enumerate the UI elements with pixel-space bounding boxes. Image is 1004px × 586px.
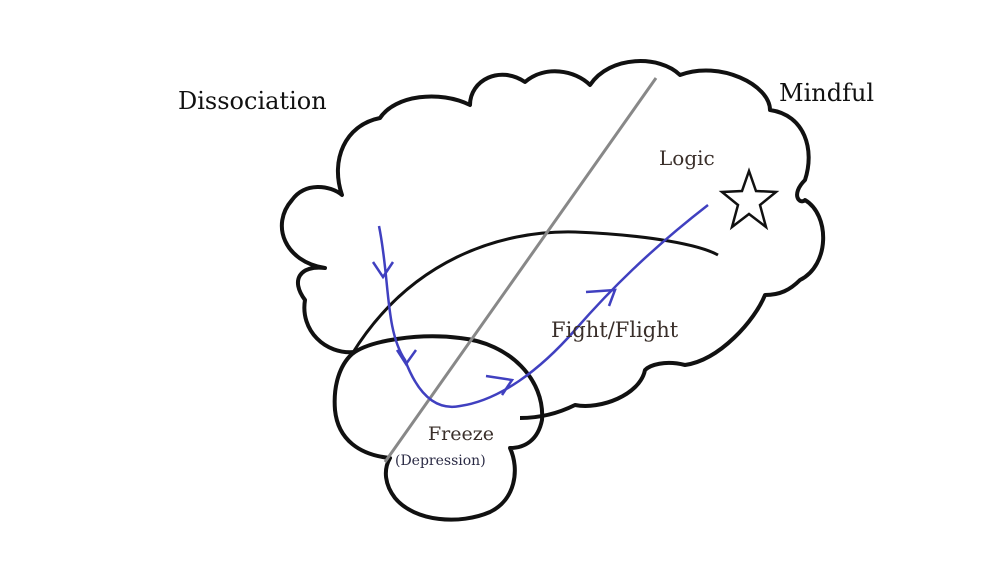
- label-fight-flight: Fight/Flight: [551, 318, 679, 342]
- label-logic: Logic: [659, 146, 715, 170]
- cortex-outline: [280, 59, 826, 420]
- brainstem-outline: [332, 334, 545, 522]
- star-icon: [718, 167, 780, 231]
- label-dissociation: Dissociation: [178, 87, 327, 115]
- arrowhead-4: [585, 288, 617, 307]
- label-freeze: Freeze: [428, 423, 495, 445]
- arrowhead-2: [395, 349, 418, 367]
- label-mindful: Mindful: [779, 79, 875, 107]
- limbic-outline: [350, 230, 719, 355]
- label-depression: (Depression): [395, 453, 486, 469]
- divider-line: [383, 77, 658, 463]
- arrowhead-3: [485, 374, 515, 396]
- state-path: [377, 204, 709, 409]
- arrowhead-1: [371, 261, 395, 280]
